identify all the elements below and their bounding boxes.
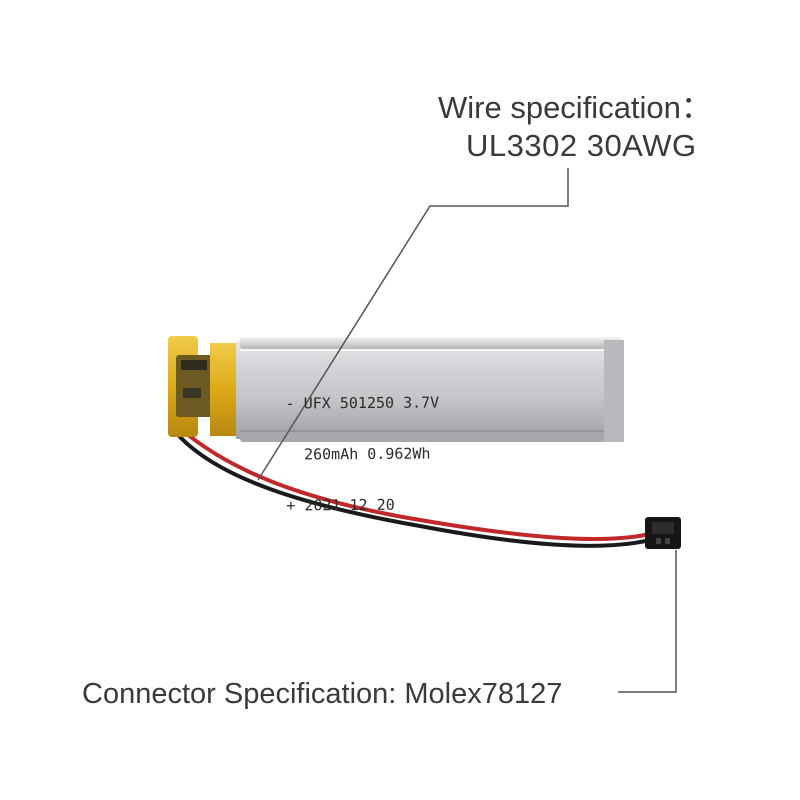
battery-label-line-1: - UFX 501250 3.7V: [285, 393, 440, 413]
battery-label-line-3: + 2021 12 20: [286, 495, 395, 515]
red-wire: [180, 428, 652, 542]
battery-label-line-2: 260mAh 0.962Wh: [285, 444, 431, 464]
connector-leader-line: [618, 550, 677, 693]
pcm-board: [176, 355, 212, 417]
molex-connector: [645, 517, 681, 549]
bottom-seal: [240, 432, 622, 442]
black-wire: [178, 435, 652, 548]
connector-spec: Connector Specification: Molex78127: [82, 678, 563, 710]
top-seal: [240, 337, 622, 349]
wire-spec-title: Wire specification：: [438, 90, 712, 125]
wire-spec-value: UL3302 30AWG: [466, 128, 697, 163]
battery-label: - UFX 501250 3.7V 260mAh 0.962Wh + 2021 …: [285, 360, 440, 548]
kapton-tape: [210, 343, 240, 436]
battery-cell: [168, 336, 624, 442]
cell-pouch: [236, 341, 616, 439]
wire-leader-line: [257, 168, 569, 481]
end-fold: [604, 340, 624, 442]
